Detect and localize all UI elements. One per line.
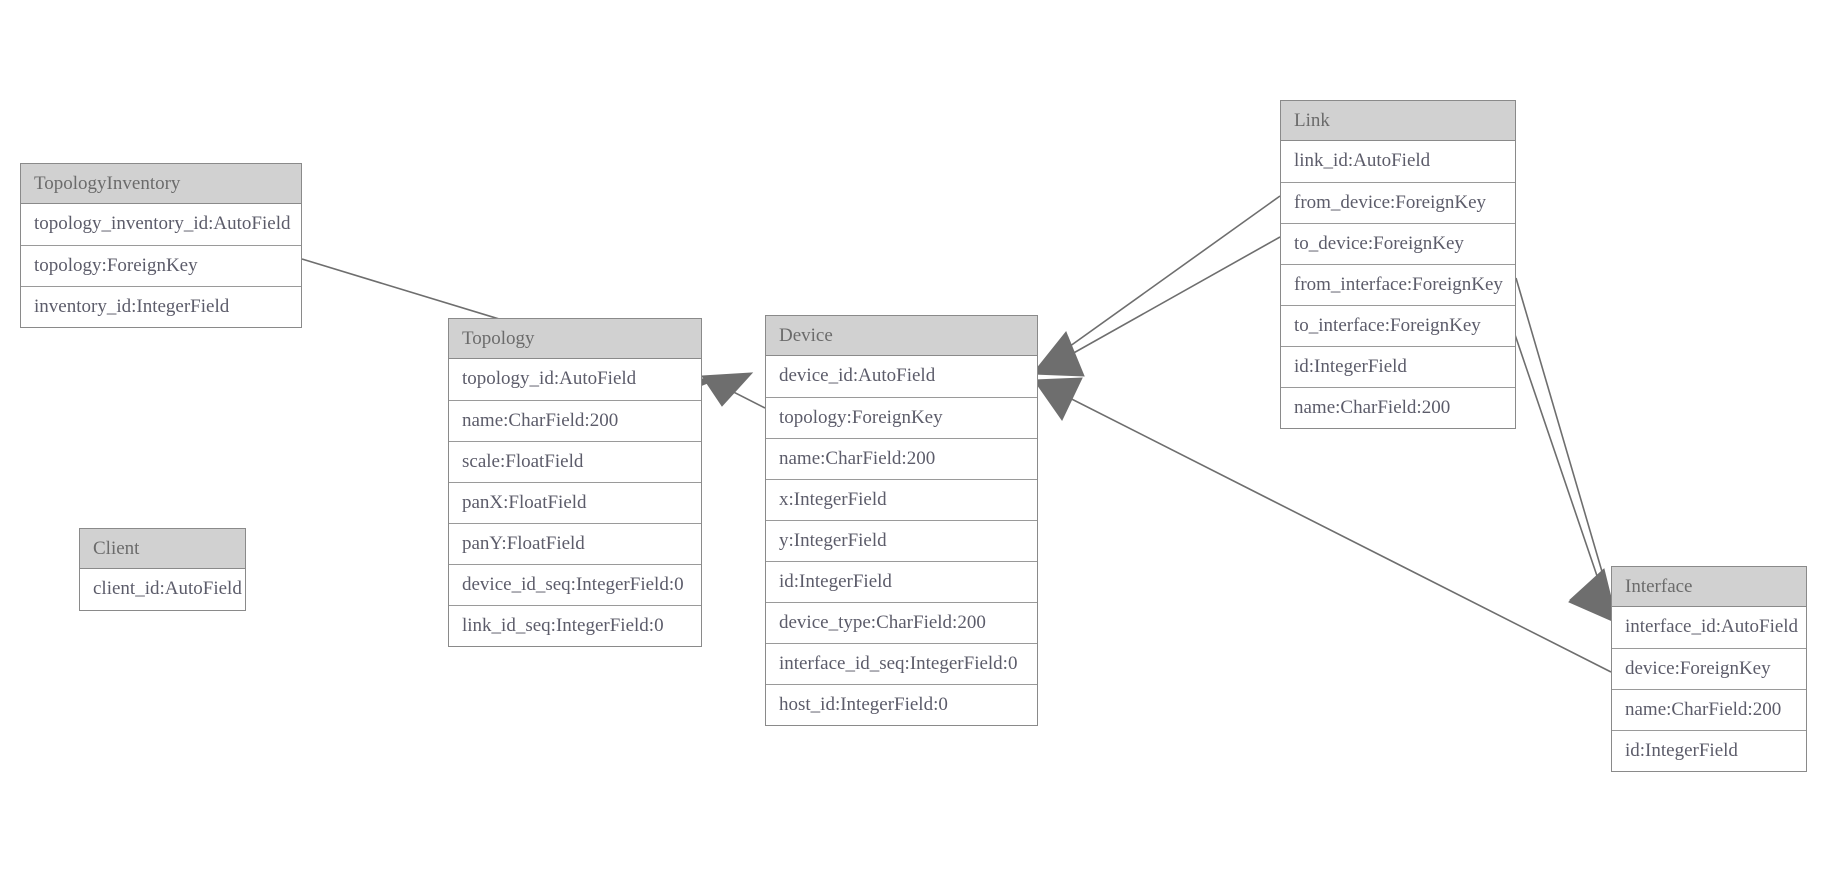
- entity-field-row: device:ForeignKey: [1612, 648, 1806, 689]
- entity-field-row: name:CharField:200: [1612, 689, 1806, 730]
- entity-field-row: id:IntegerField: [766, 561, 1037, 602]
- entity-device[interactable]: Device device_id:AutoField topology:Fore…: [765, 315, 1038, 726]
- entity-field-row: topology:ForeignKey: [766, 397, 1037, 438]
- edge-link-from_device-to-device: [1032, 195, 1281, 374]
- entity-field-row: to_device:ForeignKey: [1281, 223, 1515, 264]
- entity-field-row: link_id_seq:IntegerField:0: [449, 605, 701, 646]
- entity-field-row: from_interface:ForeignKey: [1281, 264, 1515, 305]
- entity-field-row: x:IntegerField: [766, 479, 1037, 520]
- edge-device-to-topology: [701, 372, 766, 409]
- entity-field-row: id:IntegerField: [1612, 730, 1806, 771]
- entity-field-row: interface_id_seq:IntegerField:0: [766, 643, 1037, 684]
- entity-field-row: device_id_seq:IntegerField:0: [449, 564, 701, 605]
- entity-field-row: link_id:AutoField: [1281, 141, 1515, 182]
- entity-field-row: id:IntegerField: [1281, 346, 1515, 387]
- entity-field-row: name:CharField:200: [1281, 387, 1515, 428]
- edge-link-to_device-to-device: [1032, 236, 1281, 377]
- entity-title-interface: Interface: [1612, 567, 1806, 607]
- entity-link[interactable]: Link link_id:AutoField from_device:Forei…: [1280, 100, 1516, 429]
- entity-field-row: client_id:AutoField: [80, 569, 245, 610]
- entity-field-row: scale:FloatField: [449, 441, 701, 482]
- entity-field-row: device_id:AutoField: [766, 356, 1037, 397]
- entity-title-client: Client: [80, 529, 245, 569]
- entity-field-row: inventory_id:IntegerField: [21, 286, 301, 327]
- entity-client[interactable]: Client client_id:AutoField: [79, 528, 246, 611]
- entity-field-row: topology_id:AutoField: [449, 359, 701, 400]
- entity-field-row: topology:ForeignKey: [21, 245, 301, 286]
- entity-field-row: host_id:IntegerField:0: [766, 684, 1037, 725]
- entity-topology-inventory[interactable]: TopologyInventory topology_inventory_id:…: [20, 163, 302, 328]
- entity-title-link: Link: [1281, 101, 1515, 141]
- entity-topology[interactable]: Topology topology_id:AutoField name:Char…: [448, 318, 702, 647]
- entity-field-row: from_device:ForeignKey: [1281, 182, 1515, 223]
- entity-interface[interactable]: Interface interface_id:AutoField device:…: [1611, 566, 1807, 772]
- entity-field-row: to_interface:ForeignKey: [1281, 305, 1515, 346]
- entity-field-row: name:CharField:200: [449, 400, 701, 441]
- edge-link-to_interface-to-interface: [1509, 319, 1618, 624]
- entity-field-row: device_type:CharField:200: [766, 602, 1037, 643]
- entity-field-row: y:IntegerField: [766, 520, 1037, 561]
- entity-field-row: name:CharField:200: [766, 438, 1037, 479]
- entity-title-topology: Topology: [449, 319, 701, 359]
- entity-field-row: panY:FloatField: [449, 523, 701, 564]
- entity-field-row: topology_inventory_id:AutoField: [21, 204, 301, 245]
- entity-field-row: panX:FloatField: [449, 482, 701, 523]
- entity-title-device: Device: [766, 316, 1037, 356]
- entity-field-row: interface_id:AutoField: [1612, 607, 1806, 648]
- edge-link-from_interface-to-interface: [1515, 277, 1618, 623]
- entity-title-topology-inventory: TopologyInventory: [21, 164, 301, 204]
